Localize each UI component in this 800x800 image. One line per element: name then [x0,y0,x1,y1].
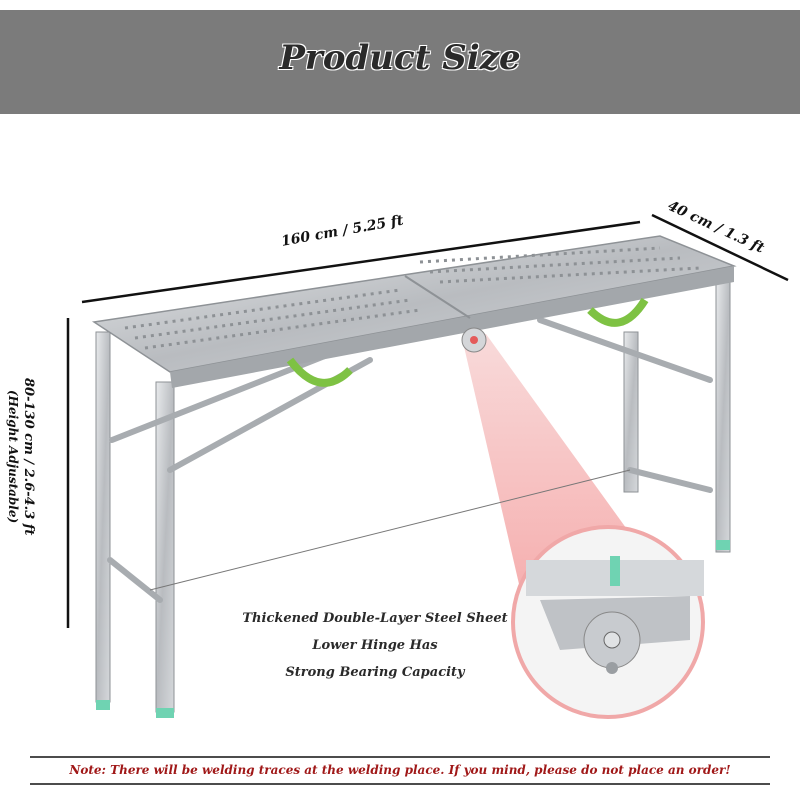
welding-note: Note: There will be welding traces at th… [69,763,731,777]
platform-center-seam [404,275,471,319]
scaffold-legs [95,281,731,713]
depth-dimension-line [651,213,789,282]
callout-line-3: Strong Bearing Capacity [285,665,465,680]
hinge-zoom-circle [511,525,705,719]
platform-edge [170,266,734,388]
callout-line-1: Thickened Double-Layer Steel Sheet [242,611,508,626]
callout-line-2: Lower Hinge Has [312,638,438,653]
page-title: Product Size [279,38,521,78]
height-label: 80-130 cm / 2.6-4.3 ft [21,378,36,536]
perforations [124,246,701,350]
height-adjustable-note: (Height Adjustable) [6,390,20,524]
length-dimension-line [81,220,641,304]
hinge-marker [470,336,478,344]
carry-strap-left [286,357,353,387]
title-banner [0,10,800,114]
tension-wire [149,469,631,591]
rubber-feet [96,540,730,718]
carry-strap-right [587,297,649,327]
